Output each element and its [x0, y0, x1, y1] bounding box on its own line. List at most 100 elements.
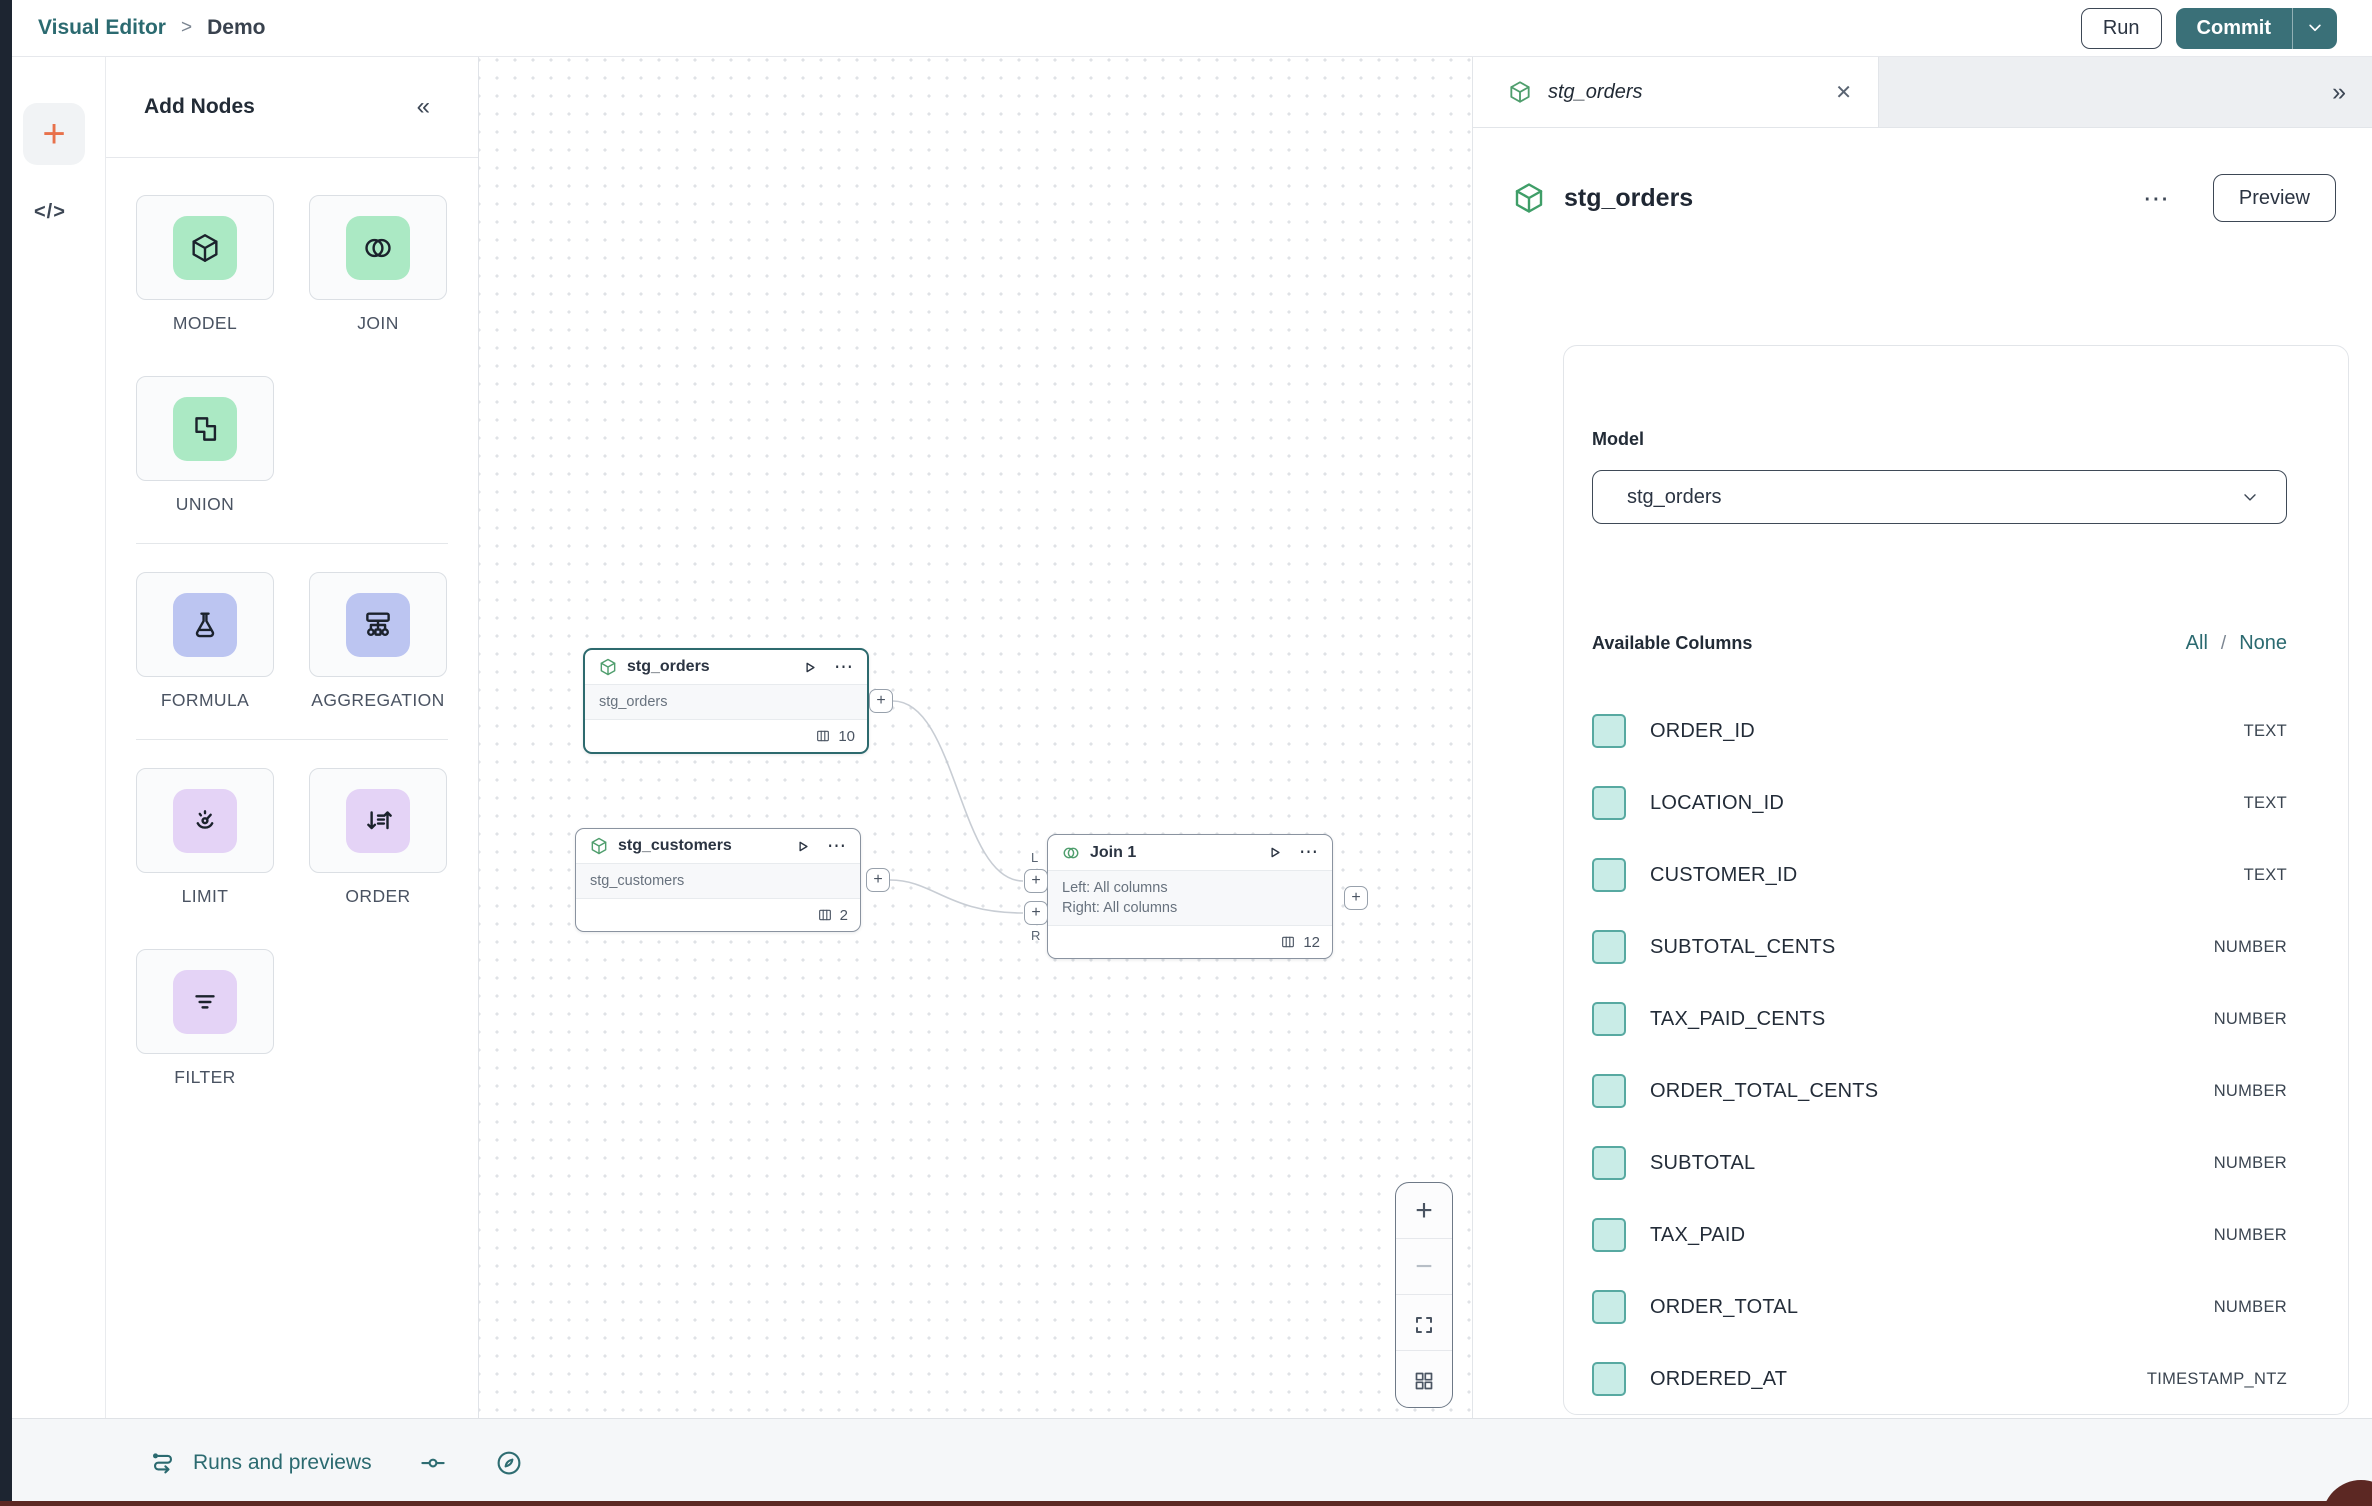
column-name: TAX_PAID_CENTS: [1650, 1007, 1826, 1030]
column-checkbox[interactable]: [1592, 930, 1626, 964]
stg-customers-output-plus-button[interactable]: +: [866, 868, 890, 892]
palette-item-filter[interactable]: FILTER: [136, 949, 274, 1088]
join-right-input-plus-button[interactable]: +: [1024, 901, 1048, 925]
column-checkbox[interactable]: [1592, 714, 1626, 748]
node-join-1[interactable]: Join 1 ⋯ Left: All columns Right: All co…: [1047, 834, 1333, 959]
node-menu-button[interactable]: ⋯: [827, 837, 847, 856]
collapse-panel-button[interactable]: «: [417, 93, 432, 121]
commit-node-button[interactable]: [418, 1448, 448, 1478]
explore-button[interactable]: [494, 1448, 524, 1478]
column-checkbox[interactable]: [1592, 1218, 1626, 1252]
compass-icon: [494, 1448, 524, 1478]
select-none-link[interactable]: None: [2239, 632, 2287, 654]
available-columns-title: Available Columns: [1592, 633, 1753, 653]
column-checkbox[interactable]: [1592, 1002, 1626, 1036]
run-button[interactable]: Run: [2080, 7, 2162, 49]
minus-icon: −: [1415, 1249, 1433, 1283]
node-stg-orders[interactable]: stg_orders ⋯ stg_orders 10: [583, 648, 869, 754]
column-type: NUMBER: [2213, 937, 2287, 956]
select-all-link[interactable]: All: [2185, 632, 2208, 654]
column-checkbox[interactable]: [1592, 1074, 1626, 1108]
node-footer: 10: [585, 720, 867, 752]
breadcrumb-visual-editor[interactable]: Visual Editor: [38, 16, 166, 39]
palette-item-label: ORDER: [345, 886, 411, 906]
palette-item-label: AGGREGATION: [311, 690, 445, 710]
join-right-port-label: R: [1031, 928, 1041, 943]
fit-view-button[interactable]: [1396, 1295, 1452, 1351]
node-title: stg_orders: [627, 658, 710, 675]
palette-tile: [173, 969, 237, 1034]
palette-card: [309, 768, 447, 873]
breadcrumb-demo: Demo: [207, 16, 266, 39]
palette-item-aggregation[interactable]: AGGREGATION: [309, 572, 447, 711]
column-checkbox[interactable]: [1592, 786, 1626, 820]
ellipsis-icon: ⋯: [834, 656, 854, 678]
column-row-order_total: ORDER_TOTAL NUMBER: [1592, 1271, 2287, 1343]
node-stg-customers[interactable]: stg_customers ⋯ stg_customers 2: [575, 828, 861, 932]
palette-item-union[interactable]: UNION: [136, 376, 274, 515]
column-name: ORDER_TOTAL_CENTS: [1650, 1079, 1879, 1102]
node-model-ref: stg_customers: [590, 873, 685, 889]
column-checkbox[interactable]: [1592, 1146, 1626, 1180]
node-run-button[interactable]: [793, 837, 812, 856]
expand-panel-button[interactable]: »: [2332, 78, 2348, 107]
column-checkbox[interactable]: [1592, 1362, 1626, 1396]
stg-orders-output-plus-button[interactable]: +: [869, 689, 893, 713]
plus-icon: +: [1031, 872, 1041, 889]
palette-item-join[interactable]: JOIN: [309, 195, 447, 334]
palette-tile: [346, 788, 410, 853]
close-icon: ✕: [1835, 81, 1852, 104]
node-menu-button[interactable]: ⋯: [1299, 843, 1319, 862]
palette-tile: [173, 396, 237, 461]
model-cube-icon: [589, 836, 609, 856]
zoom-in-button[interactable]: +: [1396, 1183, 1452, 1239]
chevrons-left-icon: «: [416, 93, 432, 120]
tab-stg-orders[interactable]: stg_orders ✕: [1473, 57, 1879, 127]
model-cube-icon: [1511, 180, 1547, 216]
node-menu-button[interactable]: ⋯: [834, 658, 854, 677]
runs-and-previews-button[interactable]: Runs and previews: [148, 1448, 372, 1478]
cube-icon: [188, 231, 222, 265]
column-name: CUSTOMER_ID: [1650, 863, 1798, 886]
join-left-input-plus-button[interactable]: +: [1024, 869, 1048, 893]
palette-tile: [346, 215, 410, 280]
preview-button[interactable]: Preview: [2212, 174, 2336, 222]
column-checkbox[interactable]: [1592, 858, 1626, 892]
code-view-button[interactable]: </>: [34, 201, 66, 224]
palette-item-model[interactable]: MODEL: [136, 195, 274, 334]
model-select[interactable]: stg_orders: [1592, 470, 2287, 524]
node-title: Join 1: [1090, 843, 1137, 861]
column-type: TIMESTAMP_NTZ: [2146, 1369, 2287, 1388]
palette-divider: [136, 543, 448, 544]
commit-button[interactable]: Commit: [2176, 8, 2292, 49]
column-name: TAX_PAID: [1650, 1223, 1746, 1246]
palette-item-limit[interactable]: LIMIT: [136, 768, 274, 907]
node-run-button[interactable]: [1265, 843, 1284, 862]
bottom-bar: Runs and previews: [12, 1418, 2372, 1506]
panel-menu-button[interactable]: ⋯: [2143, 183, 2171, 214]
union-icon: [188, 412, 222, 446]
close-tab-button[interactable]: ✕: [1835, 80, 1852, 105]
model-cube-icon: [598, 657, 618, 677]
plus-icon: +: [1415, 1193, 1433, 1227]
join-output-plus-button[interactable]: +: [1344, 886, 1368, 910]
column-type: NUMBER: [2213, 1297, 2287, 1316]
layout-grid-button[interactable]: [1396, 1351, 1452, 1407]
dag-canvas[interactable]: stg_orders ⋯ stg_orders 10 + stg_custome…: [479, 57, 1472, 1418]
zoom-out-button[interactable]: −: [1396, 1239, 1452, 1295]
palette-item-formula[interactable]: FORMULA: [136, 572, 274, 711]
palette-card: [136, 376, 274, 481]
add-node-button[interactable]: +: [23, 103, 85, 165]
column-name: ORDER_TOTAL: [1650, 1295, 1799, 1318]
column-type: TEXT: [2243, 793, 2287, 812]
commit-menu-button[interactable]: [2293, 8, 2337, 49]
node-model-ref: stg_orders: [599, 694, 668, 710]
node-run-button[interactable]: [800, 658, 819, 677]
pipeline-flow-icon: [148, 1448, 178, 1478]
palette-item-order[interactable]: ORDER: [309, 768, 447, 907]
column-checkbox[interactable]: [1592, 1290, 1626, 1324]
